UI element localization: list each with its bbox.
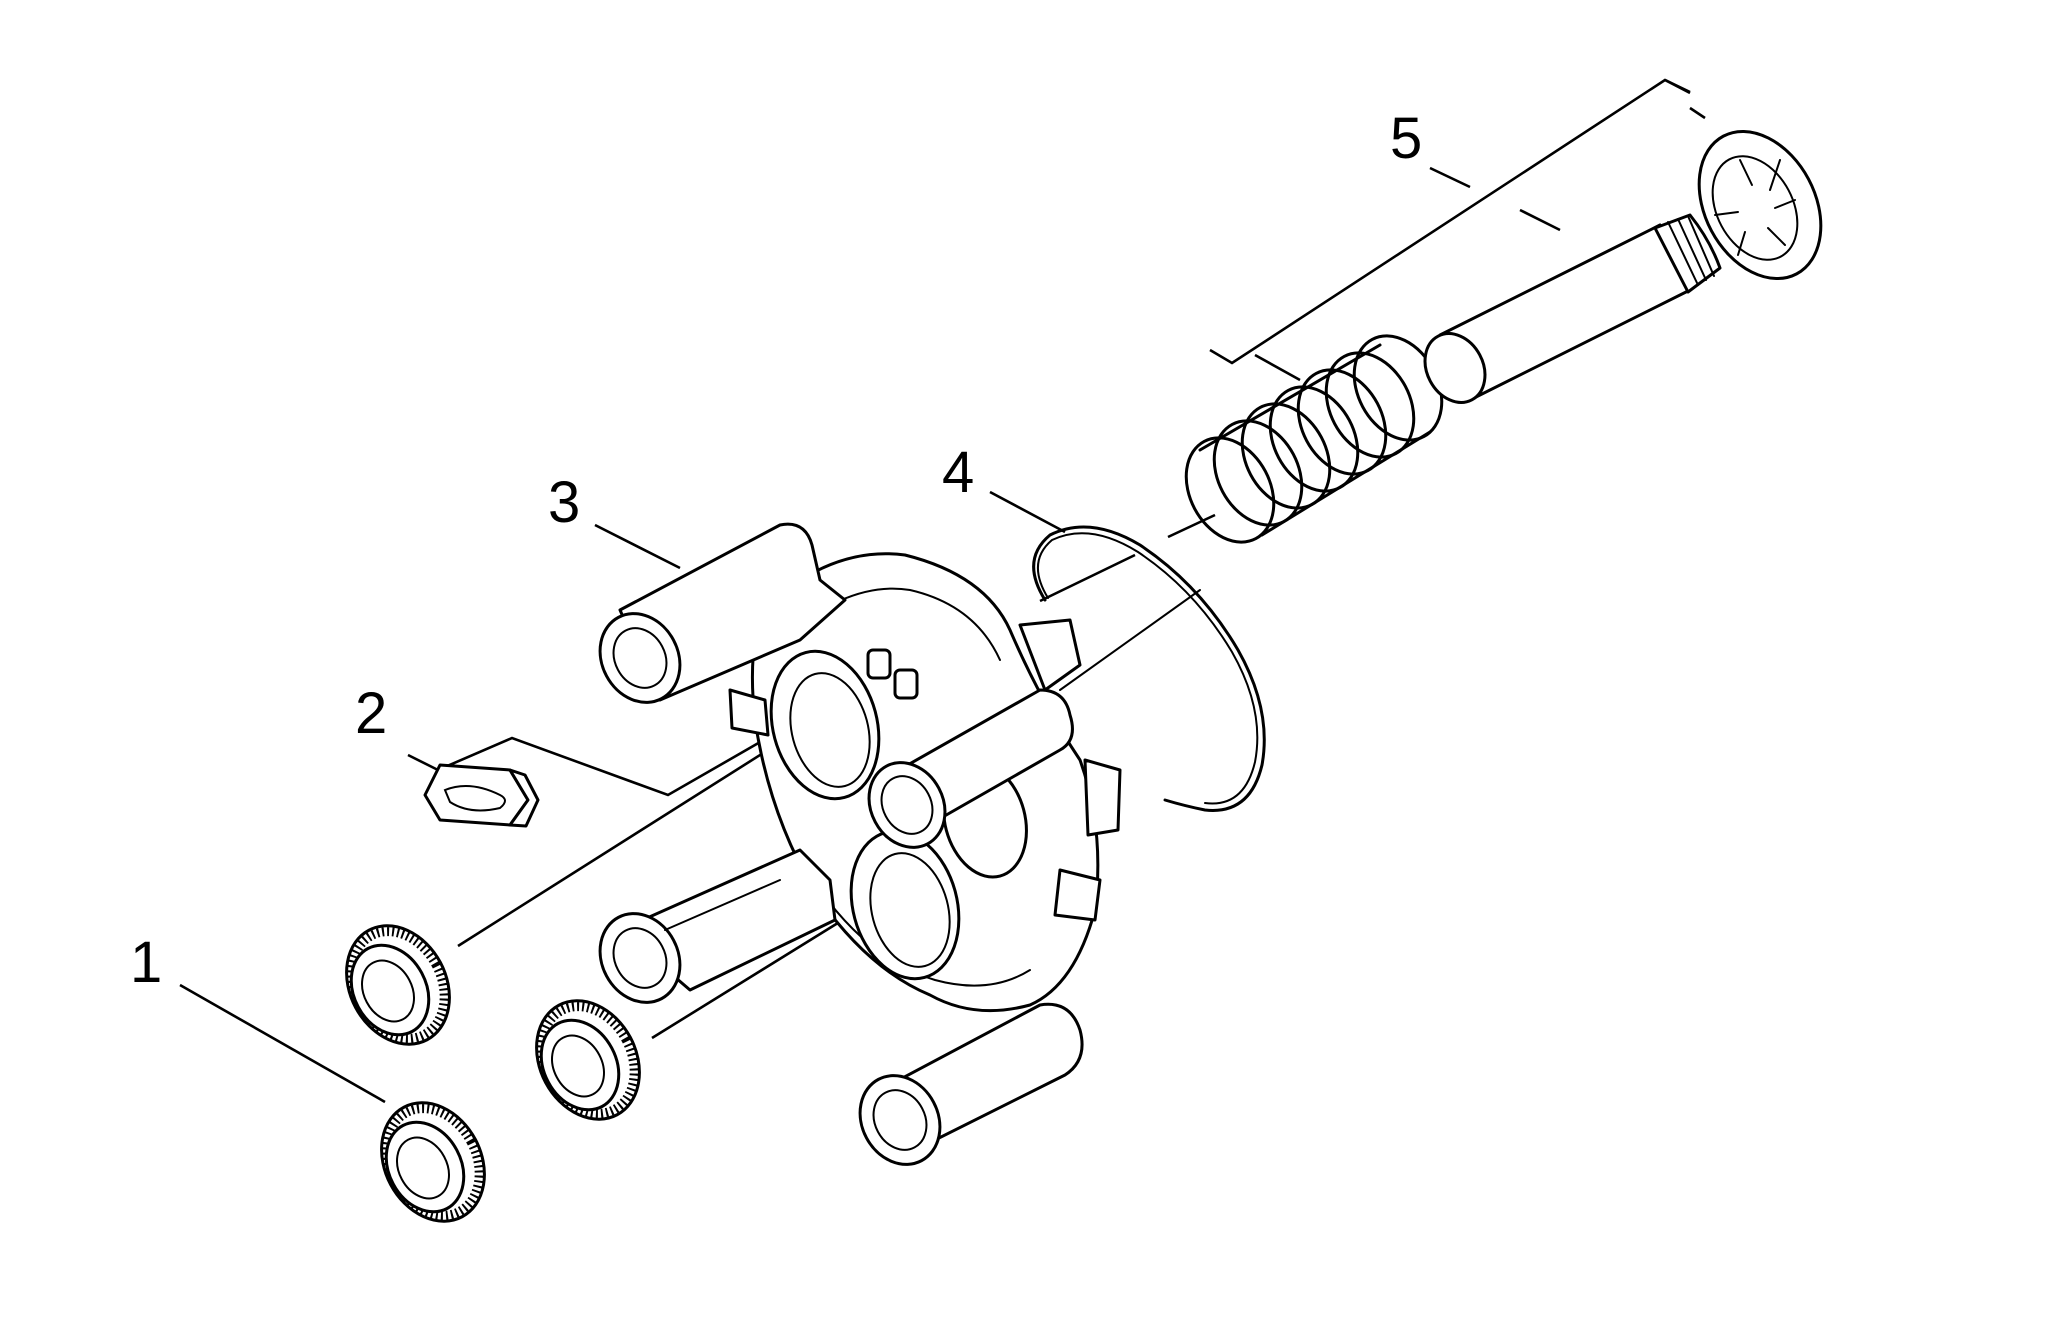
retaining-clip-part (1697, 129, 1823, 281)
leader-line-2 (407, 670, 883, 797)
axis-guide-line (1059, 589, 1201, 691)
seal-ring-upper-left (345, 924, 451, 1046)
leader-line-5c (1664, 78, 1691, 95)
piston-part (1423, 213, 1722, 404)
leader-lines (179, 78, 1706, 1104)
leader-line-5b (1429, 166, 1471, 189)
leader-line-5d (1254, 353, 1301, 382)
cylinder-tube-center (867, 688, 1074, 849)
leader-line-1 (179, 983, 386, 1104)
callout-label-1: 1 (130, 930, 162, 995)
leader-line-4c (1167, 513, 1216, 539)
leader-line-4b (1039, 553, 1136, 603)
seal-ring-center (535, 999, 641, 1121)
cylinder-tube-bottom (858, 1002, 1084, 1166)
leader-line-3 (594, 523, 681, 570)
cylinder-tube-lower-left (598, 848, 837, 1004)
callout-label-5: 5 (1390, 106, 1422, 171)
leader-line-4 (989, 490, 1066, 534)
nut-insert-part (423, 763, 540, 828)
callout-label-3: 3 (548, 470, 580, 535)
callout-label-2: 2 (355, 681, 387, 746)
leader-line-5f (1689, 106, 1706, 120)
seal-ring-lower-left (380, 1101, 486, 1223)
spring-part (1184, 334, 1444, 544)
leader-line-5e (1519, 208, 1561, 232)
callout-label-4: 4 (942, 440, 974, 505)
o-ring-part (1032, 525, 1266, 812)
cylinder-tube-upper-left (598, 522, 847, 704)
